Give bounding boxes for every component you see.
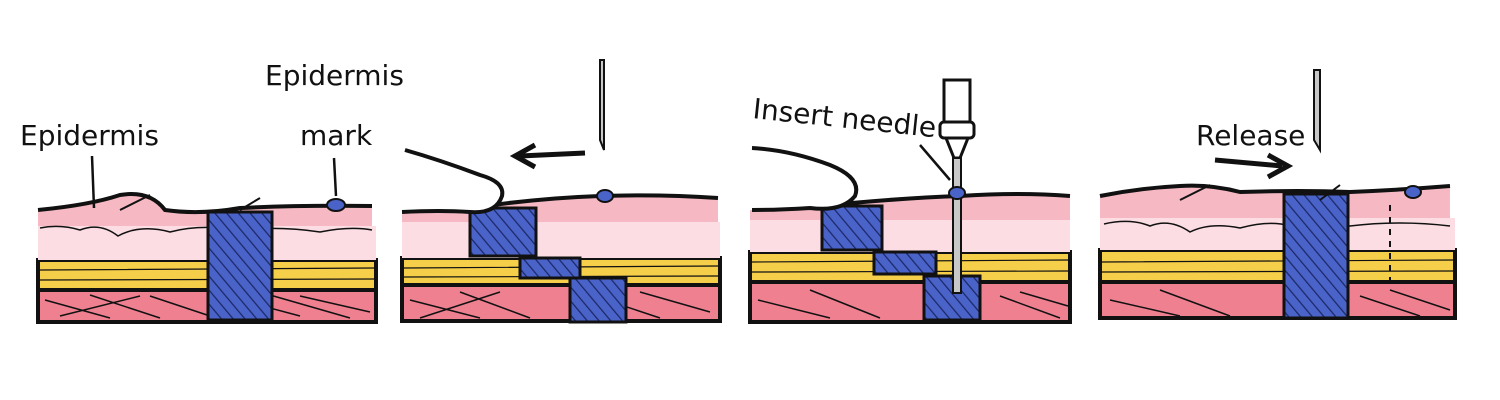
dermis-layer xyxy=(402,222,720,258)
finger-icon xyxy=(751,146,859,212)
label-mark: mark xyxy=(300,119,373,152)
panel-4: Release xyxy=(1098,69,1457,320)
muscle-layer xyxy=(1098,280,1457,320)
label-release: Release xyxy=(1196,119,1305,152)
panel-2 xyxy=(400,59,722,324)
finger-icon xyxy=(401,148,505,215)
mark-dot xyxy=(596,189,614,203)
tissue-column xyxy=(206,210,274,322)
fat-layer xyxy=(1098,248,1457,284)
panel-3: Insert needle xyxy=(748,78,1072,324)
muscle-layer xyxy=(400,283,722,323)
tissue-column xyxy=(1282,192,1350,320)
tissue-block-top xyxy=(820,204,884,252)
label-insert-needle: Insert needle xyxy=(751,92,938,144)
needle-icon xyxy=(1313,69,1321,154)
muscle-layer xyxy=(748,280,1072,324)
epidermis-layer xyxy=(38,194,372,226)
mark-dot xyxy=(948,186,966,200)
epidermis-layer xyxy=(1100,185,1450,218)
tissue-block-middle xyxy=(518,256,582,280)
arrow-right-icon xyxy=(1266,152,1294,180)
label-epidermis-top: Epidermis xyxy=(265,59,404,92)
tissue-block-bottom xyxy=(568,276,628,324)
tissue-block-top xyxy=(468,206,538,258)
label-epidermis-left: Epidermis xyxy=(20,119,159,152)
panel-1: Epidermis Epidermis mark xyxy=(20,59,404,324)
mark-dot xyxy=(1404,185,1422,199)
syringe-icon xyxy=(938,78,976,294)
arrow-left-icon xyxy=(509,142,537,170)
mark-dot xyxy=(326,198,346,212)
tissue-block-middle xyxy=(872,250,938,276)
dermis-layer xyxy=(750,220,1070,252)
needle-icon xyxy=(599,59,605,151)
